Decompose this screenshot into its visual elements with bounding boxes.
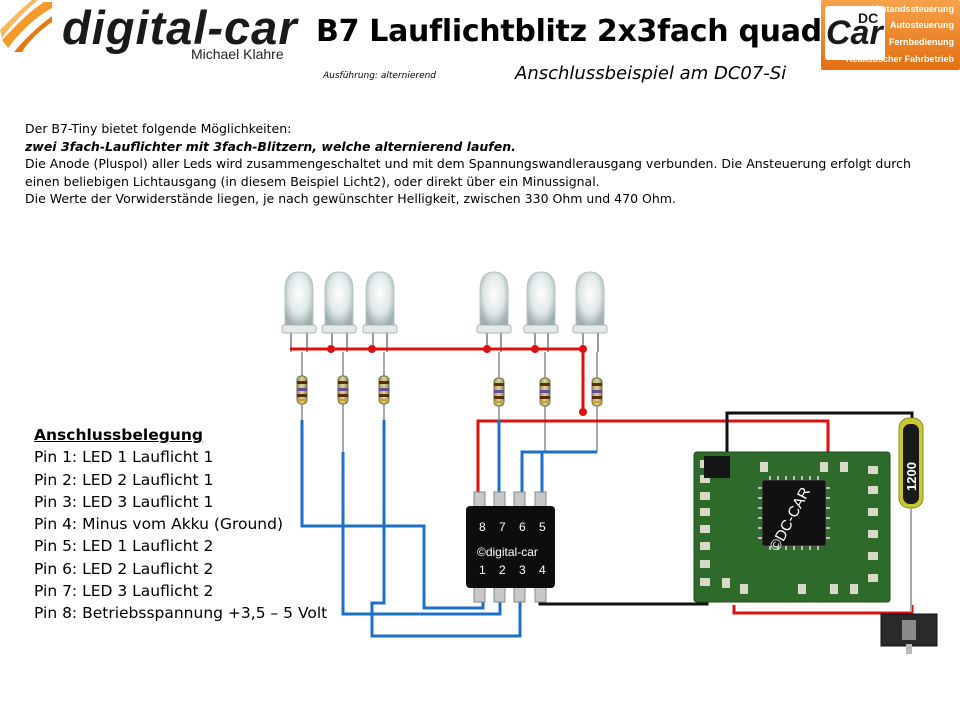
chip-pin-8: 8 — [479, 520, 486, 534]
logo-swoosh-icon — [0, 0, 52, 52]
pinout-item: Pin 2: LED 2 Lauflicht 1 — [34, 470, 214, 489]
pinout-item: Pin 8: Betriebsspannung +3,5 – 5 Volt — [34, 604, 328, 623]
chip-pin-5: 5 — [539, 520, 546, 534]
pinout-title: Anschlussbelegung — [34, 426, 203, 444]
resistor-icon — [337, 375, 349, 405]
led-1-3 — [362, 271, 398, 352]
pinout-item: Pin 5: LED 1 Lauflicht 2 — [34, 537, 214, 556]
led-2-1 — [476, 271, 512, 352]
pinout-item: Pin 6: LED 2 Lauflicht 2 — [34, 559, 214, 578]
description-resistors: Die Werte der Vorwiderstände liegen, je … — [25, 191, 676, 206]
badge-line: Fernbedienung — [889, 37, 954, 47]
description-emphasis: zwei 3fach-Lauflichter mit 3fach-Blitzer… — [25, 138, 516, 154]
led-1-2 — [321, 271, 357, 352]
pinout-item: Pin 7: LED 3 Lauflicht 2 — [34, 582, 214, 601]
chip-label: ©digital-car — [477, 545, 538, 559]
page-subtitle: Anschlussbeispiel am DC07-Si — [515, 63, 787, 84]
led-1-1 — [281, 271, 317, 352]
led-2-3 — [572, 271, 608, 352]
chip-pin-7: 7 — [499, 520, 506, 534]
badge-logo-box — [825, 6, 885, 60]
variant-label: Ausführung: alternierend — [323, 71, 437, 81]
pinout-item: Pin 1: LED 1 Lauflicht 1 — [34, 448, 214, 467]
resistor-icon — [539, 377, 551, 407]
resistor-icon — [296, 375, 308, 405]
resistor-icon — [591, 377, 603, 407]
battery-label: 1200 — [904, 462, 919, 491]
pinout-item: Pin 4: Minus vom Akku (Ground) — [34, 515, 284, 534]
b7-chip: 8 7 6 5 ©digital-car 1 2 3 4 — [466, 491, 555, 603]
pinout-item: Pin 3: LED 3 Lauflicht 1 — [34, 492, 214, 511]
chip-pin-1: 1 — [479, 563, 486, 577]
chip-pin-6: 6 — [519, 520, 526, 534]
resistor-icon — [493, 377, 505, 407]
dc07-board: ©DC-CAR — [693, 451, 891, 603]
resistors — [296, 375, 603, 407]
anode-junctions — [327, 345, 587, 416]
led-2-2 — [523, 271, 559, 352]
badge-line: Abstandssteuerung — [869, 4, 954, 14]
battery-icon: 1200 — [898, 417, 924, 612]
logo-text: digital-car — [62, 1, 298, 54]
badge-line: Realistischer Fahrbetrieb — [845, 54, 954, 64]
signal-wires — [300, 420, 597, 638]
page-title: B7 Lauflichtblitz 2x3fach quad — [316, 14, 822, 49]
chip-pin-2: 2 — [499, 563, 506, 577]
switch-icon — [880, 613, 938, 654]
resistor-icon — [378, 375, 390, 405]
chip-pin-4: 4 — [539, 563, 546, 577]
logo-subtitle: Michael Klahre — [191, 46, 284, 62]
chip-pin-3: 3 — [519, 563, 526, 577]
badge-dc-text: DC — [858, 10, 879, 26]
description-anode: Die Anode (Pluspol) aller Leds wird zusa… — [25, 156, 911, 189]
pinout-list: Anschlussbelegung Pin 1: LED 1 Lauflicht… — [34, 424, 327, 625]
description-intro: Der B7-Tiny bietet folgende Möglichkeite… — [25, 121, 292, 136]
description: Der B7-Tiny bietet folgende Möglichkeite… — [25, 120, 945, 208]
badge-car-text: Car — [826, 14, 883, 52]
badge-line: Autosteuerung — [890, 20, 954, 30]
